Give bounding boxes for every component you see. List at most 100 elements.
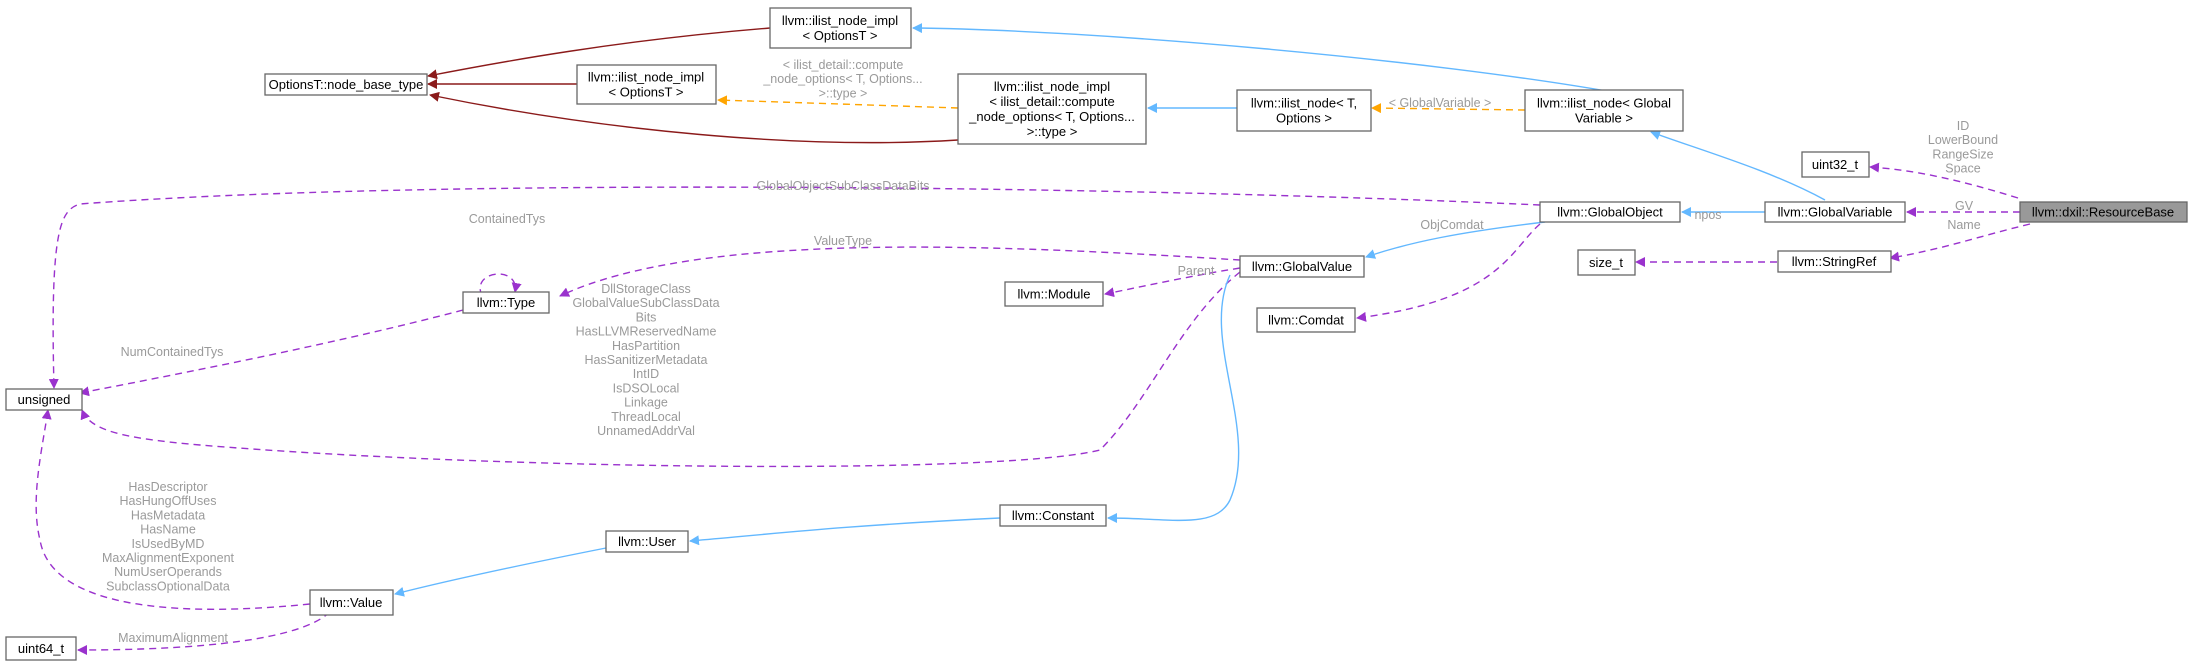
node-user[interactable]: llvm::User [605, 530, 689, 553]
label-name-line-0: Name [1947, 218, 1980, 232]
string-ref-label-line-0: llvm::StringRef [1792, 254, 1877, 269]
node-node-base-type[interactable]: OptionsT::node_base_type [264, 73, 428, 96]
label-contained-tys: ContainedTys [469, 212, 545, 226]
label-uint32-fields-line-0: ID [1957, 119, 1970, 133]
label-globalvalue-fields-line-5: HasSanitizerMetadata [585, 353, 708, 367]
label-name: Name [1947, 218, 1980, 232]
svg-text:llvm::GlobalObject: llvm::GlobalObject [1557, 205, 1663, 220]
node-ilist-node-impl-top[interactable]: llvm::ilist_node_impl< OptionsT > [769, 7, 912, 49]
label-value-fields-line-0: HasDescriptor [128, 480, 207, 494]
node-string-ref[interactable]: llvm::StringRef [1777, 250, 1892, 273]
unsigned-label-line-0: unsigned [18, 392, 71, 407]
label-uint32-fields-line-2: RangeSize [1932, 147, 1993, 161]
label-obj-comdat: ObjComdat [1420, 218, 1484, 232]
svg-text:uint32_t: uint32_t [1812, 157, 1859, 172]
label-value-fields-line-2: HasMetadata [131, 508, 205, 522]
label-globalvalue-fields-line-3: HasLLVMReservedName [576, 325, 717, 339]
ilist-node-impl-compute-label-line-0: llvm::ilist_node_impl [994, 79, 1110, 94]
edge-resourcebase-stringref [1889, 223, 2031, 262]
global-value-label-line-0: llvm::GlobalValue [1252, 259, 1352, 274]
node-comdat[interactable]: llvm::Comdat [1256, 307, 1356, 333]
edge-ilistnodeglobal-ilistnodetoptions [1371, 103, 1526, 114]
edge-ilistnodeglobal-ilistnodeimpl-top [912, 23, 1613, 93]
edge-globalvalue-module [1104, 267, 1241, 298]
edge-value-uint64 [77, 611, 331, 655]
label-compute-inst-line-2: >::type > [819, 86, 868, 100]
node-size-t[interactable]: size_t [1577, 249, 1636, 276]
svg-text:llvm::ilist_node< GlobalVariab: llvm::ilist_node< GlobalVariable > [1537, 96, 1671, 126]
constant-label-line-0: llvm::Constant [1012, 508, 1095, 523]
label-contained-tys-line-0: ContainedTys [469, 212, 545, 226]
svg-text:llvm::dxil::ResourceBase: llvm::dxil::ResourceBase [2032, 205, 2174, 220]
node-module[interactable]: llvm::Module [1004, 281, 1104, 307]
svg-text:llvm::GlobalVariable: llvm::GlobalVariable [1778, 205, 1893, 220]
svg-text:llvm::StringRef: llvm::StringRef [1792, 254, 1877, 269]
svg-text:llvm::ilist_node_impl< ilist_d: llvm::ilist_node_impl< ilist_detail::com… [968, 79, 1135, 139]
value-label-line-0: llvm::Value [320, 595, 383, 610]
label-globalvalue-fields-line-7: IsDSOLocal [613, 381, 680, 395]
label-compute-inst-line-0: < ilist_detail::compute [783, 58, 904, 72]
node-constant[interactable]: llvm::Constant [999, 504, 1107, 527]
comdat-label-line-0: llvm::Comdat [1268, 313, 1344, 328]
edge-globalobject-globalvalue [1365, 221, 1546, 259]
label-value-type: ValueType [814, 234, 872, 248]
label-parent-line-0: Parent [1178, 264, 1215, 278]
edge-value-unsigned [35, 409, 311, 610]
node-type[interactable]: llvm::Type [462, 291, 550, 314]
ilist-node-impl-compute-label-line-1: < ilist_detail::compute [989, 94, 1114, 109]
svg-text:llvm::ilist_node< T,Options >: llvm::ilist_node< T,Options > [1251, 96, 1357, 126]
ilist-node-global-label-line-1: Variable > [1575, 111, 1633, 126]
label-obj-comdat-line-0: ObjComdat [1420, 218, 1484, 232]
edge-type-unsigned [79, 309, 464, 397]
node-ilist-node-impl-mid[interactable]: llvm::ilist_node_impl< OptionsT > [576, 64, 717, 105]
label-value-fields-line-4: IsUsedByMD [132, 537, 205, 551]
label-globalobject-bits: GlobalObjectSubClassDataBits [757, 179, 930, 193]
resource-base-label-line-0: llvm::dxil::ResourceBase [2032, 205, 2174, 220]
svg-text:llvm::User: llvm::User [618, 534, 676, 549]
node-global-value[interactable]: llvm::GlobalValue [1239, 255, 1365, 278]
node-global-variable[interactable]: llvm::GlobalVariable [1764, 201, 1906, 223]
svg-text:llvm::GlobalValue: llvm::GlobalValue [1252, 259, 1352, 274]
node-uint32-t[interactable]: uint32_t [1801, 151, 1870, 178]
label-maximum-alignment-line-0: MaximumAlignment [118, 631, 228, 645]
size-t-label-line-0: size_t [1589, 255, 1623, 270]
node-ilist-node-t-options[interactable]: llvm::ilist_node< T,Options > [1236, 89, 1372, 132]
node-unsigned[interactable]: unsigned [5, 388, 83, 411]
label-value-fields-line-6: NumUserOperands [114, 565, 222, 579]
module-label-line-0: llvm::Module [1018, 287, 1091, 302]
ilist-node-impl-compute-label-line-3: >::type > [1027, 124, 1078, 139]
node-value[interactable]: llvm::Value [309, 589, 394, 616]
ilist-node-impl-options-mid-label-line-0: llvm::ilist_node_impl [588, 70, 704, 85]
label-num-contained-tys-line-0: NumContainedTys [121, 345, 224, 359]
user-label-line-0: llvm::User [618, 534, 676, 549]
ilist-node-impl-options-top-label-line-0: llvm::ilist_node_impl [782, 13, 898, 28]
ilist-node-impl-options-top-label-line-1: < OptionsT > [803, 28, 878, 43]
edge-type-type-self [479, 273, 522, 297]
label-globalvalue-fields-line-6: IntID [633, 367, 659, 381]
label-globalvalue-fields-line-2: Bits [636, 310, 657, 324]
edge-globalvalue-constant [1107, 274, 1240, 524]
label-value-fields-line-7: SubclassOptionalData [106, 579, 230, 593]
label-npos: npos [1694, 208, 1721, 222]
svg-text:llvm::Constant: llvm::Constant [1012, 508, 1095, 523]
node-uint64-t[interactable]: uint64_t [5, 636, 77, 661]
node-global-object[interactable]: llvm::GlobalObject [1539, 201, 1681, 223]
ilist-node-t-options-label-line-1: Options > [1276, 111, 1332, 126]
svg-text:llvm::ilist_node_impl< Options: llvm::ilist_node_impl< OptionsT > [588, 70, 704, 100]
node-resource-base[interactable]: llvm::dxil::ResourceBase [2019, 201, 2188, 223]
label-value-fields-line-5: MaxAlignmentExponent [102, 551, 235, 565]
uint64-t-label-line-0: uint64_t [18, 641, 65, 656]
node-ilist-node-impl-compute[interactable]: llvm::ilist_node_impl< ilist_detail::com… [957, 73, 1147, 145]
global-object-label-line-0: llvm::GlobalObject [1557, 205, 1663, 220]
label-gv: GV [1955, 199, 1974, 213]
global-variable-label-line-0: llvm::GlobalVariable [1778, 205, 1893, 220]
label-globalvalue-fields-line-0: DllStorageClass [601, 282, 691, 296]
edge-resourcebase-uint32 [1869, 162, 2019, 199]
ilist-node-t-options-label-line-0: llvm::ilist_node< T, [1251, 96, 1357, 111]
svg-text:unsigned: unsigned [18, 392, 71, 407]
edge-constant-user [689, 517, 1001, 546]
